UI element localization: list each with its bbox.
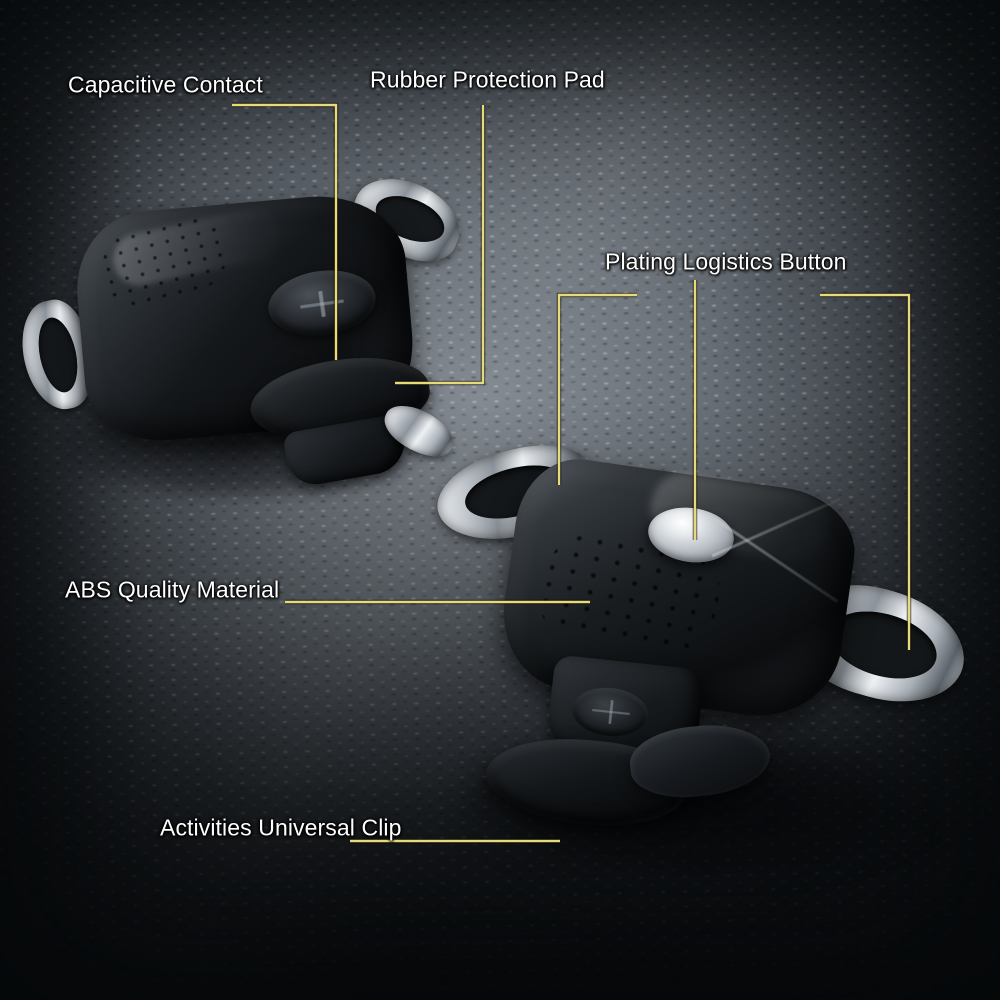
leader-line-stroke — [232, 103, 911, 843]
leader-rubber-protection-pad — [395, 105, 485, 385]
trigger-device-lower-right — [400, 430, 1000, 910]
leader-capacitive-contact — [232, 103, 338, 360]
leader-line-shadow — [232, 102, 912, 844]
leader-plating-logistics-button — [557, 280, 911, 650]
trigger-device-upper-left — [0, 165, 472, 515]
